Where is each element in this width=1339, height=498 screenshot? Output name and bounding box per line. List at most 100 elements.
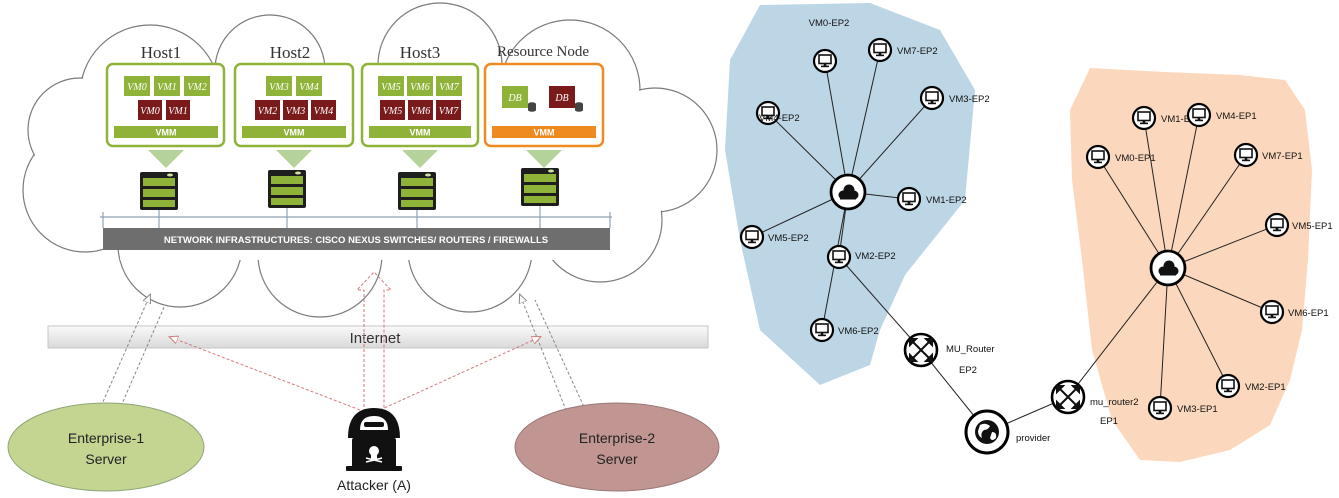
- host3-box: VMM VM5 VM6 VM7 VM5 VM6 VM7: [360, 62, 480, 148]
- ep1-cloud-hub: [1149, 249, 1187, 287]
- db-label: DB: [507, 93, 521, 104]
- node-label: VM3-EP2: [949, 94, 990, 105]
- node-label: VM6-EP1: [1288, 308, 1329, 319]
- vm-node: VM6-EP2: [809, 317, 879, 343]
- vm-label: VM6: [410, 82, 429, 93]
- db-label: DB: [554, 93, 568, 104]
- node-label: VM1-EP2: [926, 195, 967, 206]
- computer-icon: [812, 48, 838, 74]
- host2-box: VMM VM3 VM4 VM2 VM3 VM4: [233, 62, 355, 148]
- vm-label: VM4: [314, 106, 333, 117]
- node-label: VM6-EP2: [838, 326, 879, 337]
- globe-icon: [975, 420, 999, 444]
- vm-node: VM6-EP1: [1259, 299, 1329, 325]
- resource-node-title: Resource Node: [497, 44, 589, 60]
- computer-icon: [739, 224, 765, 250]
- vm-node: VM7-EP2: [867, 37, 938, 63]
- vm-node: VM1-EP2: [896, 186, 967, 212]
- attacker: Attacker (A): [337, 408, 411, 493]
- vm-label: VM6: [411, 106, 430, 117]
- provider-label: provider: [1016, 433, 1050, 444]
- computer-icon: [1259, 299, 1285, 325]
- computer-icon: [1186, 102, 1212, 128]
- vm-node: VM3-EP1: [1147, 395, 1218, 421]
- node-label: VM1-EP1: [1161, 114, 1202, 125]
- computer-icon: [867, 37, 893, 63]
- host3-vmm: VMM: [410, 128, 431, 138]
- ep1-vm-nodes: VM1-EP1 VM4-EP1 VM0-EP1 VM7-EP1 VM5-EP1 …: [1085, 102, 1333, 421]
- db-green: DB: [502, 86, 536, 112]
- host1-vmm: VMM: [156, 128, 177, 138]
- cloud-icon: [838, 184, 859, 200]
- resource-node-vmm: VMM: [534, 128, 555, 138]
- router-ep2-name: MU_Router: [946, 344, 995, 355]
- computer-icon: [1264, 212, 1290, 238]
- computer-icon: [1215, 373, 1241, 399]
- vm-label: VM3: [286, 106, 305, 117]
- router-ep2-tag: EP2: [959, 365, 977, 376]
- node-label: VM2-EP1: [1245, 382, 1286, 393]
- host2-title: Host2: [270, 43, 311, 62]
- enterprise-1-role: Server: [85, 451, 127, 467]
- router-ep2: MU_Router EP2: [903, 332, 995, 376]
- hacker-icon: [346, 408, 402, 471]
- computer-icon: [1233, 142, 1259, 168]
- host1-box: VMM VM0 VM1 VM2 VM0 VM1: [105, 62, 226, 148]
- node-label: VM7-EP2: [897, 46, 938, 57]
- node-label: VM7-EP1: [1262, 151, 1303, 162]
- vm-label: VM1: [168, 106, 187, 117]
- vm-label: VM7: [439, 82, 459, 93]
- vm-node: VM2-EP1: [1215, 373, 1286, 399]
- host1-vms: VM0 VM1 VM2 VM0 VM1: [124, 76, 210, 120]
- vm-label: VM5: [383, 106, 402, 117]
- computer-icon: [896, 186, 922, 212]
- cloud-icon: [1158, 260, 1179, 276]
- database-icon: [528, 102, 536, 112]
- server-icon: [140, 172, 178, 210]
- vm-label: VM1: [157, 82, 176, 93]
- vm-label: VM0: [140, 106, 159, 117]
- infrastructure-bar: NETWORK INFRASTRUCTURES: CISCO NEXUS SWI…: [103, 228, 610, 250]
- vm-node: VM4-EP1: [1186, 102, 1257, 128]
- vm-node: VM5-EP1: [1264, 212, 1333, 238]
- vm-label: VM5: [381, 82, 400, 93]
- host1-title: Host1: [141, 43, 182, 62]
- computer-icon: [809, 317, 835, 343]
- vm-label: VM0: [127, 82, 146, 93]
- host-link-triangles: [148, 150, 562, 168]
- infrastructure-label: NETWORK INFRASTRUCTURES: CISCO NEXUS SWI…: [164, 235, 548, 246]
- host2-vms: VM3 VM4 VM2 VM3 VM4: [255, 76, 336, 120]
- enterprise-1-server: Enterprise-1 Server: [7, 402, 205, 492]
- database-icon: [575, 102, 583, 112]
- node-label: VM5-EP2: [768, 233, 809, 244]
- graph-edges: [751, 49, 1278, 433]
- host2-vmm: VMM: [284, 128, 305, 138]
- server-connectors: [100, 206, 612, 228]
- enterprise-2-name: Enterprise-2: [579, 430, 655, 446]
- node-label: VM4-EP1: [1216, 111, 1257, 122]
- enterprise-2-server: Enterprise-2 Server: [514, 402, 720, 492]
- ep2-cloud-hub: [829, 173, 867, 211]
- ep2-vm-nodes: VM0-EP2 VM7-EP2 VM3-EP2 VM4-EP2 VM1-EP2 …: [739, 18, 990, 343]
- vm-label: VM2: [258, 106, 277, 117]
- vm-label: VM4: [299, 82, 318, 93]
- router-ep1-name: mu_router2: [1090, 397, 1139, 408]
- enterprise-links: [94, 295, 591, 421]
- node-label: VM4-EP2: [759, 113, 800, 124]
- node-label: VM5-EP1: [1292, 221, 1333, 232]
- internet-band: Internet: [47, 325, 709, 349]
- attack-arrows: [170, 271, 540, 412]
- server-icon: [268, 170, 306, 208]
- vm-label: VM7: [439, 106, 459, 117]
- vm-node: VM0-EP1: [1085, 144, 1156, 170]
- server-icon: [398, 172, 436, 210]
- attacker-label: Attacker (A): [337, 477, 411, 493]
- vm-node: VM1-EP1: [1131, 105, 1202, 131]
- internet-label: Internet: [350, 330, 402, 347]
- computer-icon: [826, 244, 852, 270]
- ep1-region: [1070, 68, 1312, 462]
- vm-label: VM2: [187, 82, 206, 93]
- server-icons: [140, 168, 559, 210]
- vm-node: VM7-EP1: [1233, 142, 1303, 168]
